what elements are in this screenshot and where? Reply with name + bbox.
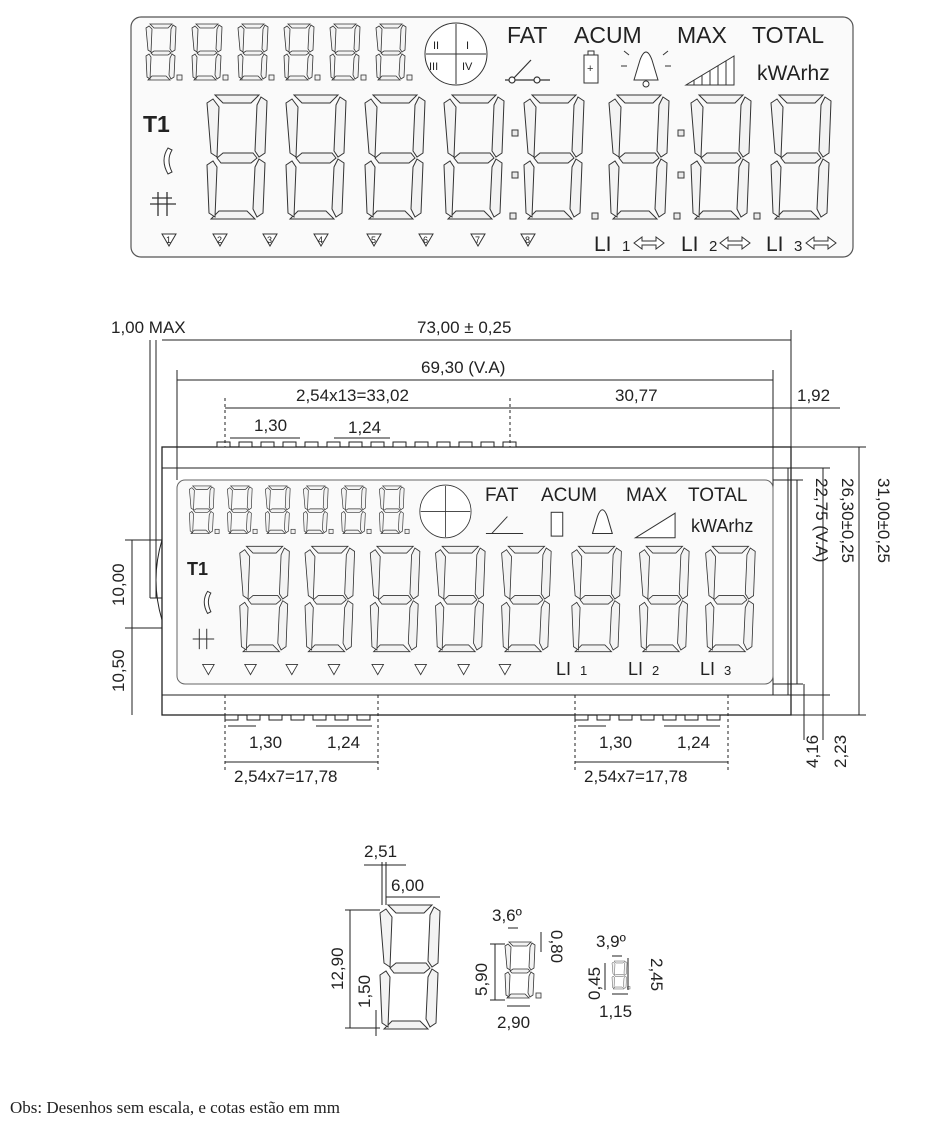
double-arrow-icon [805, 236, 837, 250]
alarm-bell-icon [621, 50, 671, 88]
fat-label: FAT [507, 22, 547, 48]
line-1-num-small: 1 [580, 663, 587, 678]
dim-bottom-a: 4,16 [803, 735, 822, 768]
battery-icon: + [583, 50, 599, 84]
decimal-points [509, 129, 761, 220]
mechanical-drawing: FAT ACUM MAX TOTAL kWArhz T1 LI 1 LI 2 L… [109, 318, 893, 786]
total-label-small: TOTAL [688, 485, 747, 506]
line-2-label-small: LI [628, 659, 643, 679]
double-arrow-icon [633, 236, 665, 250]
view-area-contents [189, 484, 756, 676]
dim-pin-width-e: 1,30 [599, 733, 632, 752]
big-digit-row [206, 94, 832, 220]
dim-large-width: 6,00 [391, 876, 424, 895]
dim-small-width: 1,15 [599, 1002, 632, 1021]
line-indicators: LI 1 LI 2 LI 3 [594, 233, 837, 256]
dim-large-tilt: 2,51 [364, 842, 397, 861]
dim-pin-width-b: 1,24 [348, 418, 381, 437]
acum-label: ACUM [574, 22, 642, 48]
dim-pin-pitch-top: 2,54x13=33,02 [296, 386, 409, 405]
tariff-icon [150, 192, 176, 216]
dim-small-stroke: 0,45 [585, 967, 604, 1000]
quadrant-IV: IV [462, 61, 473, 73]
dim-right-offset: 1,92 [797, 386, 830, 405]
quadrant-III: III [429, 61, 438, 73]
line-1-label-small: LI [556, 659, 571, 679]
dim-large-height: 12,90 [328, 947, 347, 990]
max-label-small: MAX [626, 485, 668, 506]
signal-bars-icon [684, 55, 735, 86]
marker-5: 5 [371, 235, 376, 245]
dim-va-height: 22,75 (V.A) [812, 478, 831, 562]
units-label: kWArhz [757, 62, 830, 85]
marker-4: 4 [318, 235, 323, 245]
dim-pin-pitch-left: 2,54x7=17,78 [234, 767, 338, 786]
phone-icon [163, 147, 173, 175]
quadrant-I: I [466, 40, 469, 52]
dim-medium-width: 2,90 [497, 1013, 530, 1032]
lcd-front-view: II I III IV FAT ACUM MAX TOTAL kWArhz + [130, 16, 854, 258]
line-3-label-small: LI [700, 659, 715, 679]
t1-label-small: T1 [187, 559, 208, 579]
line-3-num: 3 [794, 238, 802, 255]
digit-details: 2,51 6,00 12,90 1,50 3,6º 5,90 0,80 2,90… [328, 842, 666, 1036]
line-2-num: 2 [709, 238, 717, 255]
dim-pin-width-a: 1,30 [254, 416, 287, 435]
dim-small-angle: 3,9º [596, 932, 626, 951]
dim-large-stroke: 1,50 [355, 975, 374, 1008]
large-digit-detail [379, 904, 441, 1030]
dim-pin-width-c: 1,30 [249, 733, 282, 752]
dim-overall-width: 73,00 ± 0,25 [417, 318, 511, 337]
dim-view-area-width: 69,30 (V.A) [421, 358, 505, 377]
marker-3: 3 [267, 235, 272, 245]
dim-left-upper: 10,00 [109, 563, 128, 606]
marker-row: 1 2 3 4 5 6 7 8 [161, 233, 536, 247]
top-pins [216, 441, 517, 448]
dim-pin-width-f: 1,24 [677, 733, 710, 752]
dim-total-height: 31,00±0,25 [874, 478, 893, 563]
fat-label-small: FAT [485, 485, 519, 506]
marker-8: 8 [525, 235, 530, 245]
line-3-num-small: 3 [724, 663, 731, 678]
dim-small-height: 2,45 [647, 958, 666, 991]
marker-1: 1 [166, 235, 171, 245]
marker-2: 2 [217, 235, 222, 245]
dim-medium-angle: 3,6º [492, 906, 522, 925]
drawing-note: Obs: Desenhos sem escala, e cotas estão … [10, 1098, 340, 1117]
total-label: TOTAL [752, 22, 824, 48]
line-1-label: LI [594, 233, 612, 256]
double-arrow-icon [719, 236, 751, 250]
dim-medium-height: 5,90 [472, 963, 491, 996]
dim-pin-pitch-right: 2,54x7=17,78 [584, 767, 688, 786]
dim-glass-height: 26,30±0,25 [838, 478, 857, 563]
marker-7: 7 [475, 235, 480, 245]
line-1-num: 1 [622, 238, 630, 255]
line-2-num-small: 2 [652, 663, 659, 678]
marker-6: 6 [423, 235, 428, 245]
units-label-small: kWArhz [691, 516, 753, 536]
quadrant-indicator: II I III IV [424, 22, 488, 86]
dim-bottom-b: 2,23 [831, 735, 850, 768]
acum-label-small: ACUM [541, 485, 597, 506]
max-label: MAX [677, 22, 727, 48]
quadrant-II: II [433, 40, 439, 52]
dim-left-lower: 10,50 [109, 649, 128, 692]
dim-right-span: 30,77 [615, 386, 658, 405]
bottom-pins [224, 714, 721, 721]
dim-medium-stroke: 0,80 [547, 930, 566, 963]
dim-max-thickness: 1,00 MAX [111, 318, 186, 337]
switch-icon [505, 59, 550, 84]
t1-label: T1 [143, 111, 170, 137]
dim-pin-width-d: 1,24 [327, 733, 360, 752]
line-3-label: LI [766, 233, 784, 256]
line-2-label: LI [681, 233, 699, 256]
svg-text:+: + [587, 63, 593, 75]
